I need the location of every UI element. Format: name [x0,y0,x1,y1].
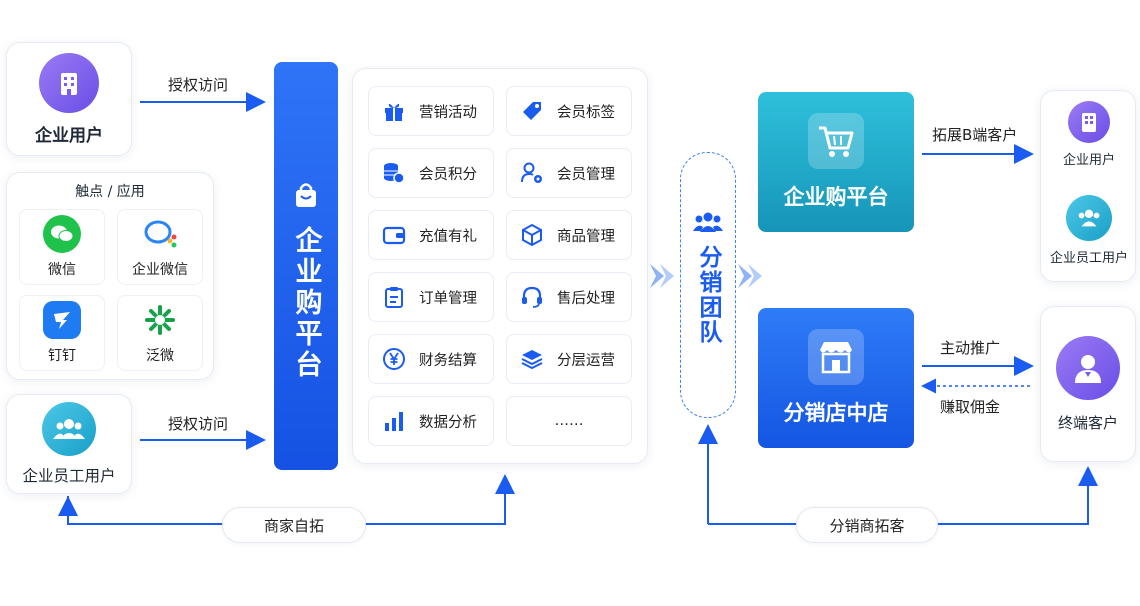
feature-label: 售后处理 [557,290,615,307]
distribution-team-label: 分销团队 [695,245,721,345]
user-gear-icon [519,160,545,186]
feature-product-management[interactable]: 商品管理 [506,210,632,260]
touchpoints-title: 触点 / 应用 [75,184,145,200]
enterprise-user-card: 企业用户 [6,42,132,156]
target-employee-user: 企业员工用户 [1041,195,1137,266]
feature-label: 财务结算 [419,352,477,369]
app-label: 微信 [48,262,76,278]
box-icon [519,222,545,248]
feature-marketing[interactable]: 营销活动 [368,86,494,136]
feature-label: 订单管理 [419,290,477,307]
distributor-expand-label: 分销商拓客 [796,507,938,543]
app-wecom[interactable]: 企业微信 [117,209,203,285]
enterprise-user-label: 企业用户 [35,125,103,146]
building-icon [39,52,99,113]
app-label: 泛微 [146,348,174,364]
wallet-icon [381,222,407,248]
feature-tiered-ops[interactable]: 分层运营 [506,334,632,384]
feature-label: 会员积分 [419,166,477,183]
users-icon [42,402,96,456]
headset-icon [519,284,545,310]
target-label: 企业员工用户 [1049,251,1128,266]
team-icon [693,211,723,237]
bar-chart-icon [381,408,407,434]
expand-b-label: 拓展B端客户 [932,126,1018,144]
feature-recharge-gift[interactable]: 充值有礼 [368,210,494,260]
feature-order-management[interactable]: 订单管理 [368,272,494,322]
layers-icon [519,346,545,372]
platform-card[interactable]: 企业购平台 [758,92,914,232]
coins-icon [381,160,407,186]
platform-bar: 企业购平台 [274,62,338,470]
feature-more[interactable]: …… [506,396,632,446]
store-card-label: 分销店中店 [783,401,889,425]
target-enterprise-user: 企业用户 [1041,101,1137,168]
touchpoints-panel: 触点 / 应用 微信 企业微信 钉钉 泛微 [6,172,214,380]
users-icon [1066,195,1112,241]
feature-data-analysis[interactable]: 数据分析 [368,396,494,446]
app-fanwei[interactable]: 泛微 [117,295,203,371]
app-label: 企业微信 [132,262,188,278]
feature-member-tag[interactable]: 会员标签 [506,86,632,136]
platform-card-label: 企业购平台 [783,185,889,209]
app-label: 钉钉 [48,348,76,364]
clipboard-icon [381,284,407,310]
merchant-self-expand-label: 商家自拓 [222,507,366,543]
feature-label: 充值有礼 [419,228,477,245]
active-promo-label: 主动推广 [940,339,1001,357]
feature-after-sales[interactable]: 售后处理 [506,272,632,322]
earn-commission-label: 赚取佣金 [940,398,1001,416]
yen-icon [381,346,407,372]
shopping-bag-icon [291,180,321,214]
auth-label-top: 授权访问 [168,76,229,94]
store-icon [808,329,864,385]
wechat-icon [43,215,81,253]
end-customer-card: 终端客户 [1040,306,1136,462]
end-customer-label: 终端客户 [1057,413,1118,432]
employee-user-card: 企业员工用户 [6,394,132,494]
feature-finance[interactable]: 财务结算 [368,334,494,384]
feature-label: 分层运营 [557,352,615,369]
feature-label: 会员管理 [557,166,615,183]
cart-icon [808,113,864,169]
feature-label: 营销活动 [419,104,477,121]
auth-label-bottom: 授权访问 [168,415,229,433]
gift-icon [381,98,407,124]
store-card[interactable]: 分销店中店 [758,308,914,448]
fanwei-icon [141,301,179,339]
distribution-team-column: 分销团队 [680,152,736,418]
wecom-icon [141,215,179,253]
dingtalk-icon [43,301,81,339]
feature-member-management[interactable]: 会员管理 [506,148,632,198]
building-icon [1068,101,1110,143]
feature-label: 商品管理 [557,228,615,245]
app-wechat[interactable]: 微信 [19,209,105,285]
app-dingtalk[interactable]: 钉钉 [19,295,105,371]
b-targets-card: 企业用户 企业员工用户 [1040,90,1136,282]
employee-user-label: 企业员工用户 [22,467,116,485]
feature-label: 数据分析 [419,414,477,431]
target-label: 企业用户 [1062,153,1115,168]
tag-icon [519,98,545,124]
platform-title: 企业购平台 [290,226,322,381]
feature-label: 会员标签 [557,104,615,121]
customer-icon [1056,335,1120,400]
feature-label: …… [554,413,584,429]
feature-member-points[interactable]: 会员积分 [368,148,494,198]
